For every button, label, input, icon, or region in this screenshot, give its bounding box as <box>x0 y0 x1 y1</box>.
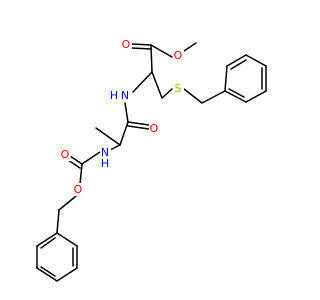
bond-ring1-b-inner <box>230 59 247 70</box>
bond-s-benzyl <box>183 88 203 104</box>
bond-ester-carbonyl-2 <box>131 47 152 50</box>
molecule-structure: O O H N S O N H O O <box>36 38 267 282</box>
bond-ala-methyl <box>95 127 121 146</box>
bond-ring1-f-inner <box>228 88 245 98</box>
atom-o-carbamate-ester: O <box>74 183 83 196</box>
atom-labels: O O H N S O N H O O <box>60 38 184 196</box>
bond-methyl-o <box>183 42 197 52</box>
bond-ring1-c <box>245 54 267 67</box>
atom-h-carbamate: H <box>101 157 109 170</box>
bond-n-amide-carbon <box>124 102 129 123</box>
bond-benzyl-ring <box>201 90 226 104</box>
bond-ring2-d-inner <box>40 266 56 277</box>
atom-o-ester-methoxy: O <box>174 49 183 62</box>
atom-o-carbamate-carbonyl: O <box>61 148 70 161</box>
atom-s-thioether: S <box>175 82 182 95</box>
bond-ring1-a <box>224 65 228 92</box>
bond-amide-carbonyl-2 <box>127 125 150 130</box>
bond-o-benzyl <box>58 195 77 211</box>
bond-benzyl-ring2 <box>56 209 60 234</box>
bond-ring2-c <box>56 267 78 282</box>
bond-ring1-f <box>224 90 247 103</box>
bond-ala-n <box>109 144 121 151</box>
bond-ring2-f-inner <box>40 237 56 249</box>
bonds <box>36 42 267 282</box>
bond-carbamate-carbonyl-1 <box>69 155 83 165</box>
bond-ester-carbonyl-1 <box>131 43 152 46</box>
bond-alpha-n <box>132 71 153 93</box>
bond-ring1-b <box>226 54 247 67</box>
atom-n-amide: N <box>121 89 129 102</box>
bond-ch2-s <box>161 88 173 99</box>
bond-ring2-a <box>56 232 78 247</box>
bond-amide-to-ala <box>119 121 129 146</box>
atom-o-carbonyl-ester: O <box>122 38 131 51</box>
bond-ring1-e <box>245 90 267 103</box>
bond-ring2-f <box>36 232 58 247</box>
atom-n-carbamate: N <box>101 146 109 159</box>
atom-o-amide: O <box>150 122 159 135</box>
bond-n-carbamate-carbon <box>81 151 101 165</box>
bond-ring2-d <box>36 267 58 282</box>
bond-ester-to-alpha <box>150 44 153 73</box>
bond-carbamate-o <box>79 163 83 185</box>
bond-amide-carbonyl-1 <box>127 121 150 126</box>
bond-carbamate-carbonyl-2 <box>67 159 81 169</box>
bond-o-ester-carbon <box>150 44 173 58</box>
bond-alpha-ch2 <box>151 71 163 99</box>
atom-h-amide: H <box>110 89 118 102</box>
